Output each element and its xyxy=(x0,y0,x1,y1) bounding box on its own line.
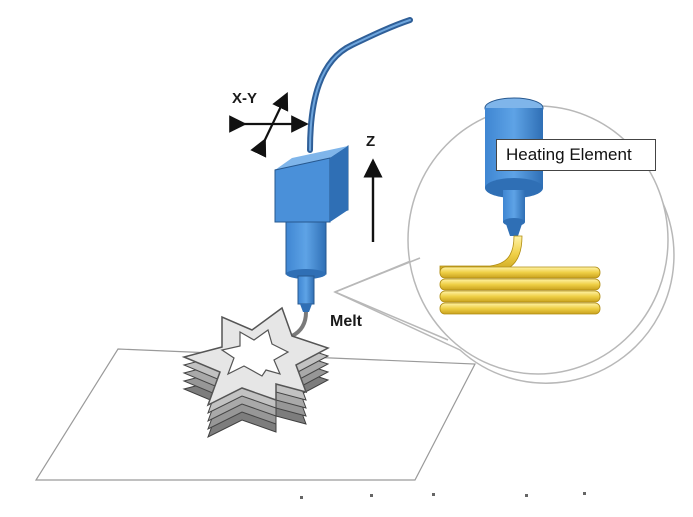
printed-part xyxy=(181,306,330,439)
filament-feed xyxy=(307,17,413,153)
heating-element-label: Heating Element xyxy=(496,139,656,171)
print-head xyxy=(274,145,349,312)
xy-label: X-Y xyxy=(232,90,258,107)
xy-arrows-icon xyxy=(229,92,309,158)
bottom-dots xyxy=(300,492,586,499)
z-label: Z xyxy=(366,133,376,150)
melt-label: Melt xyxy=(330,313,362,330)
melt-strand xyxy=(291,311,308,338)
magnified-layers xyxy=(439,235,601,315)
